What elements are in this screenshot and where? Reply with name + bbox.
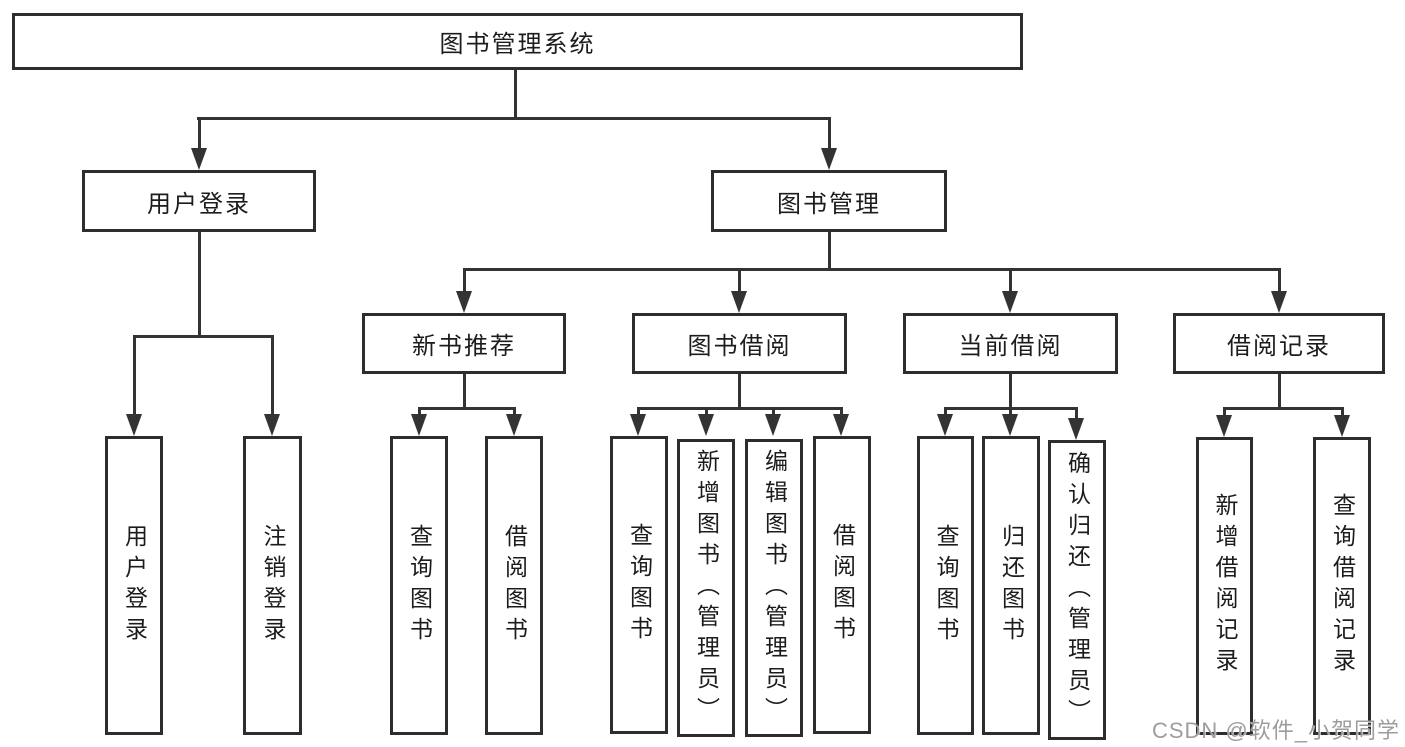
leaf-return-books-label: 归还图书: [998, 523, 1025, 648]
connector-leaf-drop: [705, 407, 708, 416]
connector-borrow-branch: [637, 407, 842, 410]
connector-records-stem: [1278, 374, 1281, 410]
leaf-logout-label: 注销登录: [260, 523, 286, 648]
node-current-borrow: 当前借阅: [903, 313, 1118, 374]
connector-leaf-drop: [637, 407, 640, 416]
leaf-confirm-return-admin: 确认归还（管理员）: [1048, 440, 1106, 740]
node-user-login: 用户登录: [82, 170, 316, 232]
node-book-borrow: 图书借阅: [632, 313, 847, 374]
node-user-login-label: 用户登录: [147, 190, 251, 218]
leaf-query-books-current-label: 查询图书: [933, 523, 959, 648]
connector-user-login-branch: [133, 335, 273, 338]
leaf-query-books-recommend-label: 查询图书: [406, 523, 433, 648]
arrow-down-icon: [264, 414, 280, 436]
arrow-down-icon: [1334, 415, 1350, 437]
arrow-down-icon: [411, 414, 427, 436]
node-current-borrow-label: 当前借阅: [958, 333, 1063, 360]
arrow-down-icon: [1216, 415, 1232, 437]
connector-user-login-drop: [198, 117, 201, 148]
connector-records-branch: [1223, 407, 1343, 410]
node-book-management: 图书管理: [711, 170, 947, 232]
connector-leaf-drop: [418, 407, 421, 416]
leaf-edit-books-admin-label: 编辑图书（管理员）: [761, 448, 788, 728]
arrow-down-icon: [1068, 418, 1084, 440]
leaf-confirm-return-admin-label: 确认归还（管理员）: [1064, 450, 1091, 730]
leaf-query-books-recommend: 查询图书: [390, 436, 448, 735]
node-borrow-records-label: 借阅记录: [1227, 333, 1331, 360]
leaf-query-books-borrow: 查询图书: [610, 436, 668, 734]
connector-level2-drop: [1009, 268, 1012, 292]
arrow-down-icon: [833, 414, 849, 436]
connector-leaf-drop: [513, 407, 516, 416]
connector-book-mgmt-drop: [828, 117, 831, 148]
arrow-down-icon: [630, 414, 646, 436]
arrow-down-icon: [731, 291, 747, 313]
connector-recommend-branch: [418, 407, 515, 410]
leaf-query-books-borrow-label: 查询图书: [626, 523, 653, 647]
leaf-query-borrow-record-label: 查询借阅记录: [1329, 493, 1356, 679]
arrow-down-icon: [191, 148, 207, 170]
connector-leaf-drop: [840, 407, 843, 416]
arrow-down-icon: [456, 291, 472, 313]
node-book-management-label: 图书管理: [777, 190, 881, 218]
connector-leaf-drop: [133, 335, 136, 415]
leaf-user-login-label: 用户登录: [121, 523, 148, 648]
leaf-borrow-books-recommend-label: 借阅图书: [501, 523, 528, 648]
node-book-borrow-label: 图书借阅: [687, 333, 792, 360]
arrow-down-icon: [1271, 291, 1287, 313]
arrow-down-icon: [1002, 414, 1018, 436]
connector-leaf-drop: [1075, 407, 1078, 420]
node-new-book-recommend: 新书推荐: [362, 313, 566, 374]
node-borrow-records: 借阅记录: [1173, 313, 1385, 374]
connector-root-stem: [514, 70, 517, 120]
arrow-down-icon: [765, 414, 781, 436]
connector-level2-drop: [738, 268, 741, 292]
leaf-borrow-books-label: 借阅图书: [829, 523, 856, 647]
leaf-add-borrow-record-label: 新增借阅记录: [1212, 493, 1238, 679]
leaf-query-books-current: 查询图书: [917, 436, 974, 735]
leaf-query-borrow-record: 查询借阅记录: [1313, 437, 1371, 735]
connector-recommend-stem: [463, 374, 466, 410]
connector-borrow-stem: [738, 374, 741, 410]
arrow-down-icon: [1002, 291, 1018, 313]
connector-current-stem: [1009, 374, 1012, 410]
connector-level2-drop: [463, 268, 466, 292]
csdn-watermark: CSDN @软件_小贺同学: [1151, 718, 1400, 743]
leaf-add-borrow-record: 新增借阅记录: [1196, 437, 1253, 735]
leaf-borrow-books-recommend: 借阅图书: [485, 436, 543, 735]
node-root-label: 图书管理系统: [439, 31, 596, 58]
connector-leaf-drop: [1009, 407, 1012, 416]
connector-leaf-drop: [1341, 407, 1344, 417]
connector-leaf-drop: [1223, 407, 1226, 417]
leaf-logout: 注销登录: [243, 436, 302, 735]
arrow-down-icon: [821, 148, 837, 170]
arrow-down-icon: [506, 414, 522, 436]
connector-root-branch: [197, 117, 831, 120]
arrow-down-icon: [937, 414, 953, 436]
leaf-user-login: 用户登录: [105, 436, 163, 735]
connector-user-login-stem: [198, 232, 201, 338]
connector-book-mgmt-stem: [828, 232, 831, 271]
node-root: 图书管理系统: [12, 13, 1023, 70]
arrow-down-icon: [126, 414, 142, 436]
connector-leaf-drop: [944, 407, 947, 416]
leaf-edit-books-admin: 编辑图书（管理员）: [745, 439, 803, 737]
connector-leaf-drop: [772, 407, 775, 416]
node-new-book-recommend-label: 新书推荐: [412, 333, 516, 360]
connector-book-mgmt-branch: [463, 268, 1280, 271]
leaf-borrow-books: 借阅图书: [813, 436, 871, 734]
leaf-add-books-admin-label: 新增图书（管理员）: [693, 448, 720, 728]
leaf-return-books: 归还图书: [982, 436, 1040, 735]
arrow-down-icon: [698, 414, 714, 436]
connector-leaf-drop: [271, 335, 274, 415]
leaf-add-books-admin: 新增图书（管理员）: [677, 439, 735, 737]
connector-level2-drop: [1278, 268, 1281, 292]
